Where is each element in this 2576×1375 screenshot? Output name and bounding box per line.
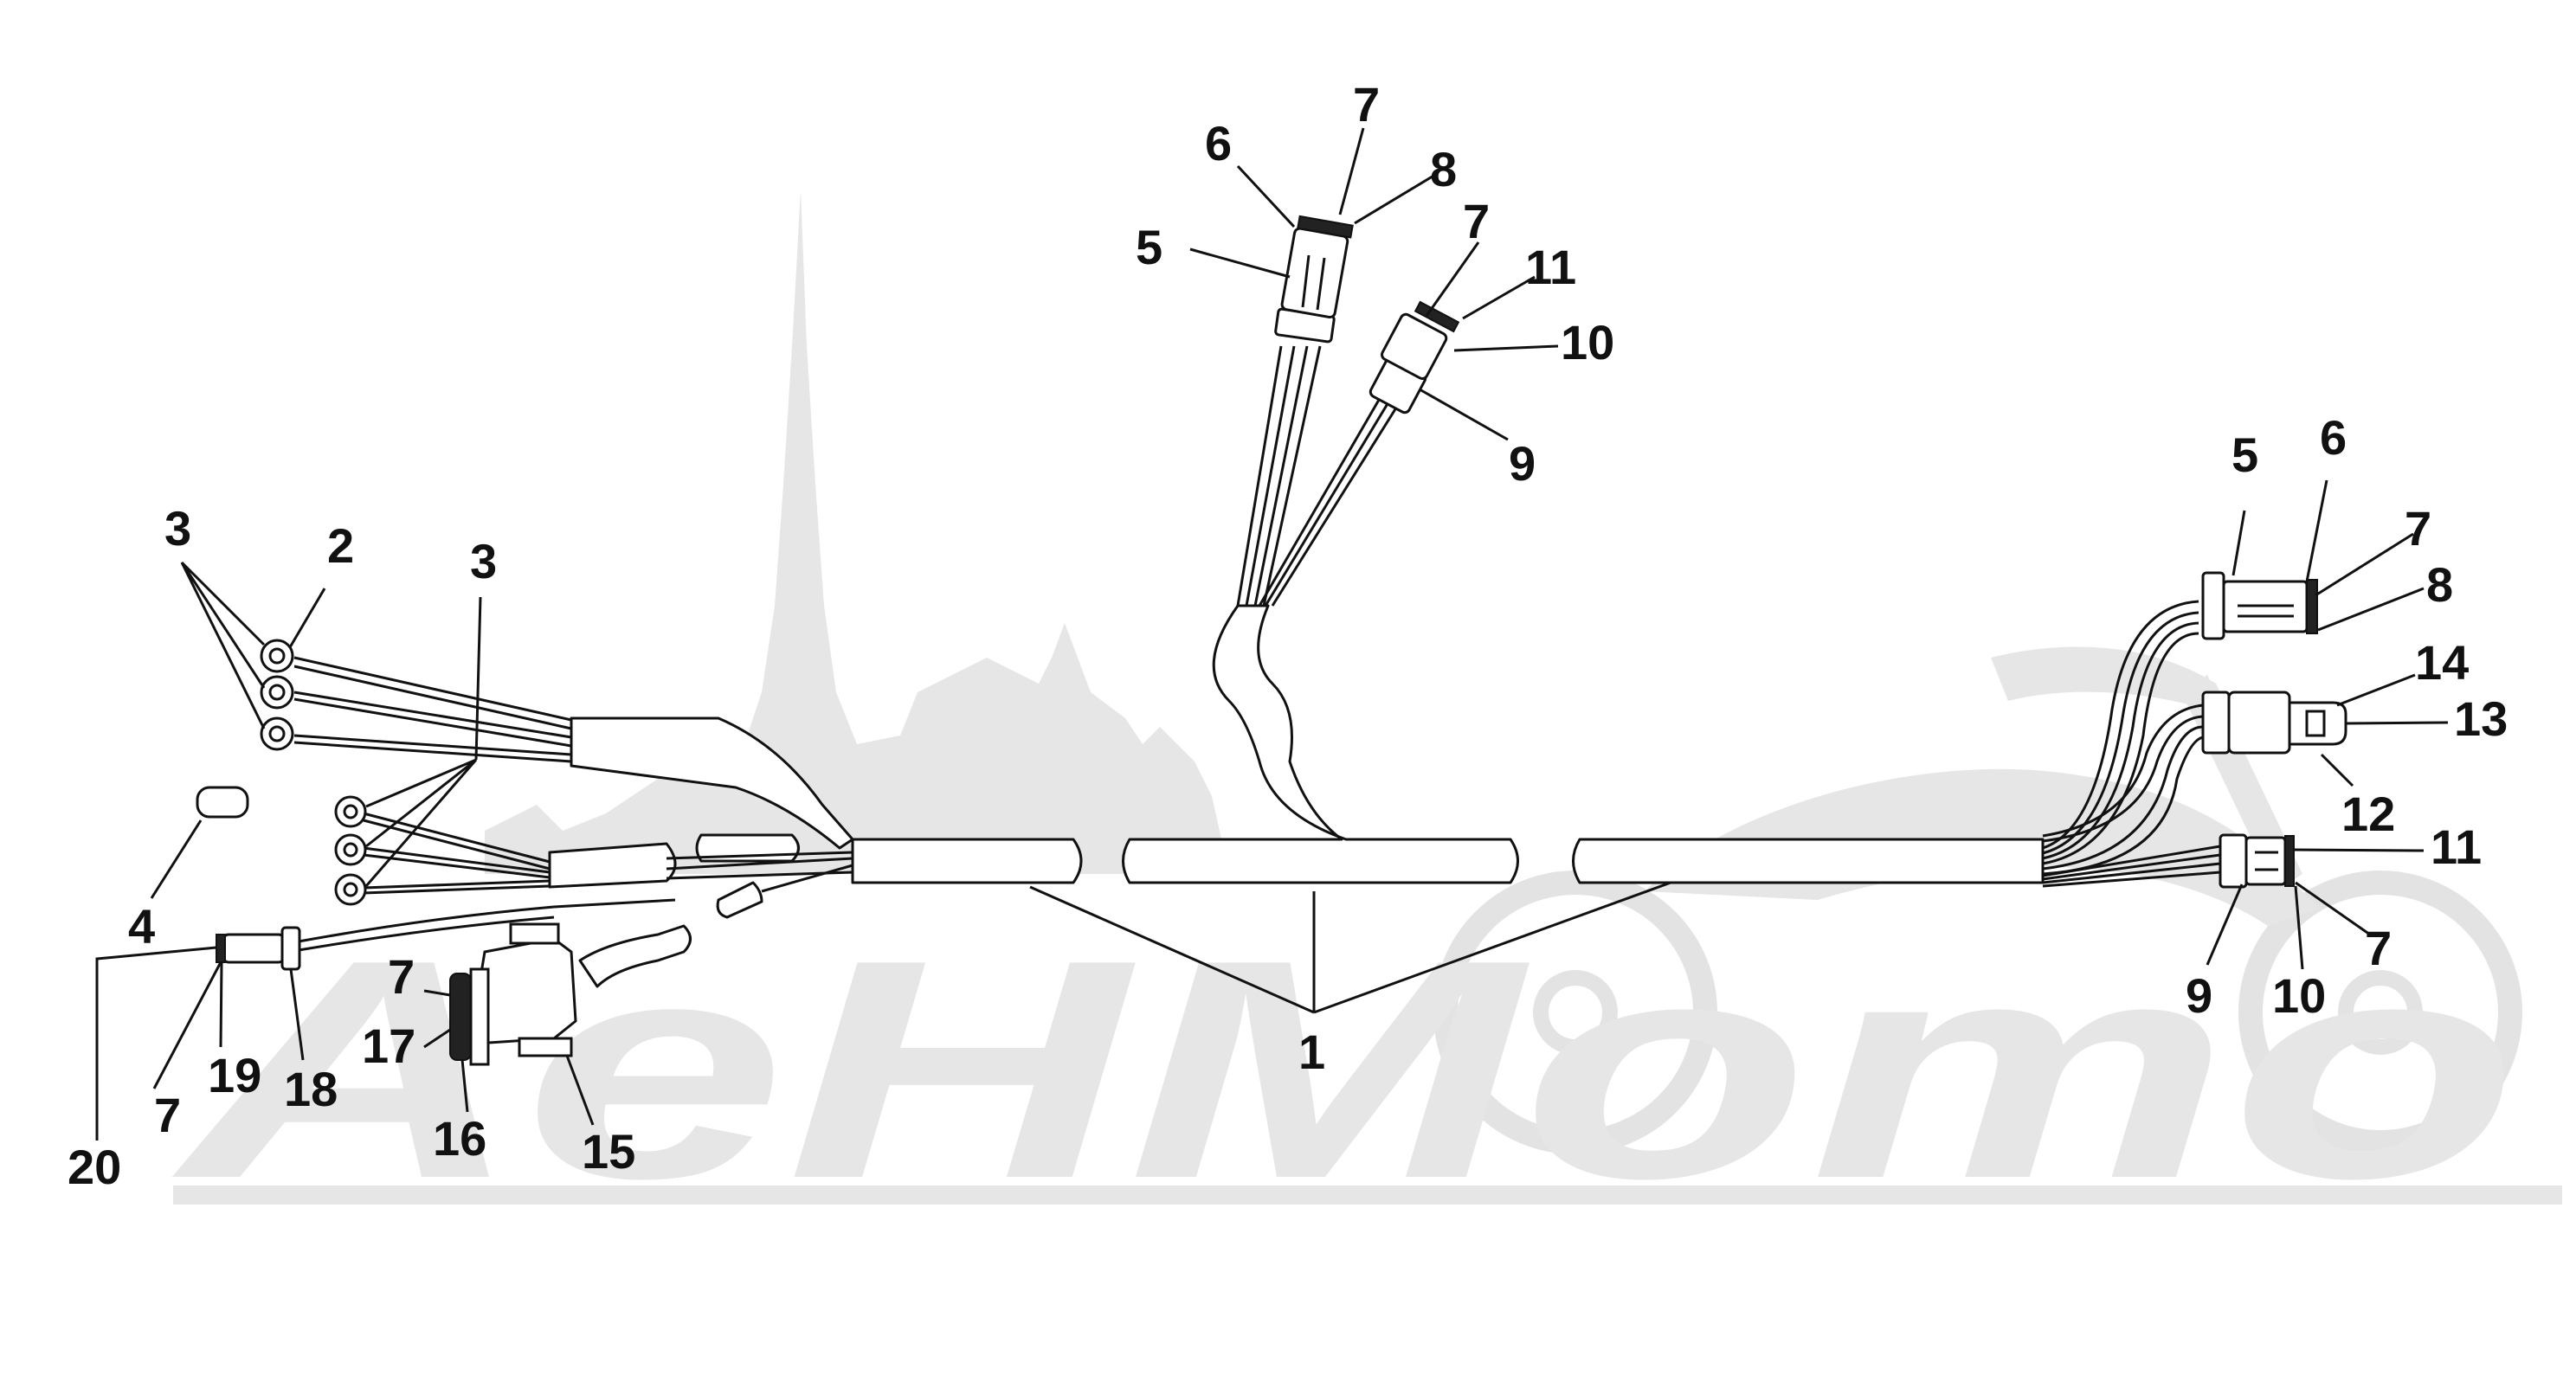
right-connector-a — [2201, 571, 2318, 640]
callout-13: 13 — [2454, 691, 2508, 746]
callout-7: 7 — [2405, 501, 2431, 556]
watermark: AeHMomo — [167, 190, 2562, 1243]
callout-14: 14 — [2415, 635, 2469, 690]
upper-connectors — [1236, 215, 1460, 607]
seal-part-16 — [449, 973, 472, 1061]
callout-8: 8 — [1430, 142, 1457, 196]
callout-1: 1 — [1298, 1025, 1325, 1079]
callout-12: 12 — [2341, 787, 2395, 841]
harness-trunk-right — [1572, 838, 2045, 884]
plug-part-4 — [196, 786, 249, 819]
callout-15: 15 — [582, 1124, 635, 1179]
callout-6: 6 — [2320, 410, 2347, 465]
upper-connector-a — [1274, 215, 1354, 344]
callout-19: 19 — [208, 1048, 261, 1102]
callout-8: 8 — [2426, 557, 2453, 612]
callout-18: 18 — [284, 1062, 338, 1116]
callout-9: 9 — [2186, 968, 2212, 1023]
callout-3: 3 — [470, 534, 497, 588]
callout-20: 20 — [68, 1140, 121, 1194]
callouts: 1 2 3 3 4 5 6 7 8 7 11 10 9 5 6 7 8 14 1… — [68, 77, 2508, 1194]
callout-7: 7 — [1353, 77, 1380, 132]
callout-5: 5 — [2231, 427, 2258, 482]
harness-trunk-left — [851, 838, 1083, 884]
callout-9: 9 — [1509, 436, 1536, 491]
callout-7: 7 — [1463, 194, 1490, 248]
leader-lines — [95, 127, 2449, 1140]
harness-branch-sleeve — [548, 842, 677, 889]
callout-5: 5 — [1136, 220, 1162, 274]
right-connectors — [2042, 571, 2347, 889]
callout-6: 6 — [1205, 116, 1232, 170]
callout-10: 10 — [1561, 315, 1614, 369]
callout-7: 7 — [154, 1088, 181, 1142]
connector-15 — [449, 922, 692, 1066]
callout-11: 11 — [2431, 819, 2482, 874]
callout-17: 17 — [362, 1018, 415, 1073]
watermark-skyline — [485, 190, 1229, 874]
callout-7: 7 — [388, 949, 415, 1004]
callout-4: 4 — [128, 899, 155, 954]
harness-main — [196, 215, 2347, 1066]
ring-terminals-lower — [334, 795, 551, 906]
connector-20 — [216, 898, 676, 971]
upper-connector-b — [1368, 300, 1460, 414]
callout-7: 7 — [2365, 921, 2392, 975]
callout-3: 3 — [164, 501, 191, 556]
ring-terminals-upper — [260, 639, 572, 763]
harness-branch-upper-left — [570, 716, 854, 850]
right-connector-c — [2219, 833, 2295, 889]
harness-trunk-mid — [1122, 604, 1519, 884]
callout-16: 16 — [433, 1111, 486, 1166]
callout-11: 11 — [1525, 240, 1576, 294]
right-connector-b — [2201, 691, 2347, 755]
callout-2: 2 — [327, 518, 354, 573]
callout-10: 10 — [2272, 968, 2326, 1023]
harness-stub-2 — [716, 881, 763, 919]
